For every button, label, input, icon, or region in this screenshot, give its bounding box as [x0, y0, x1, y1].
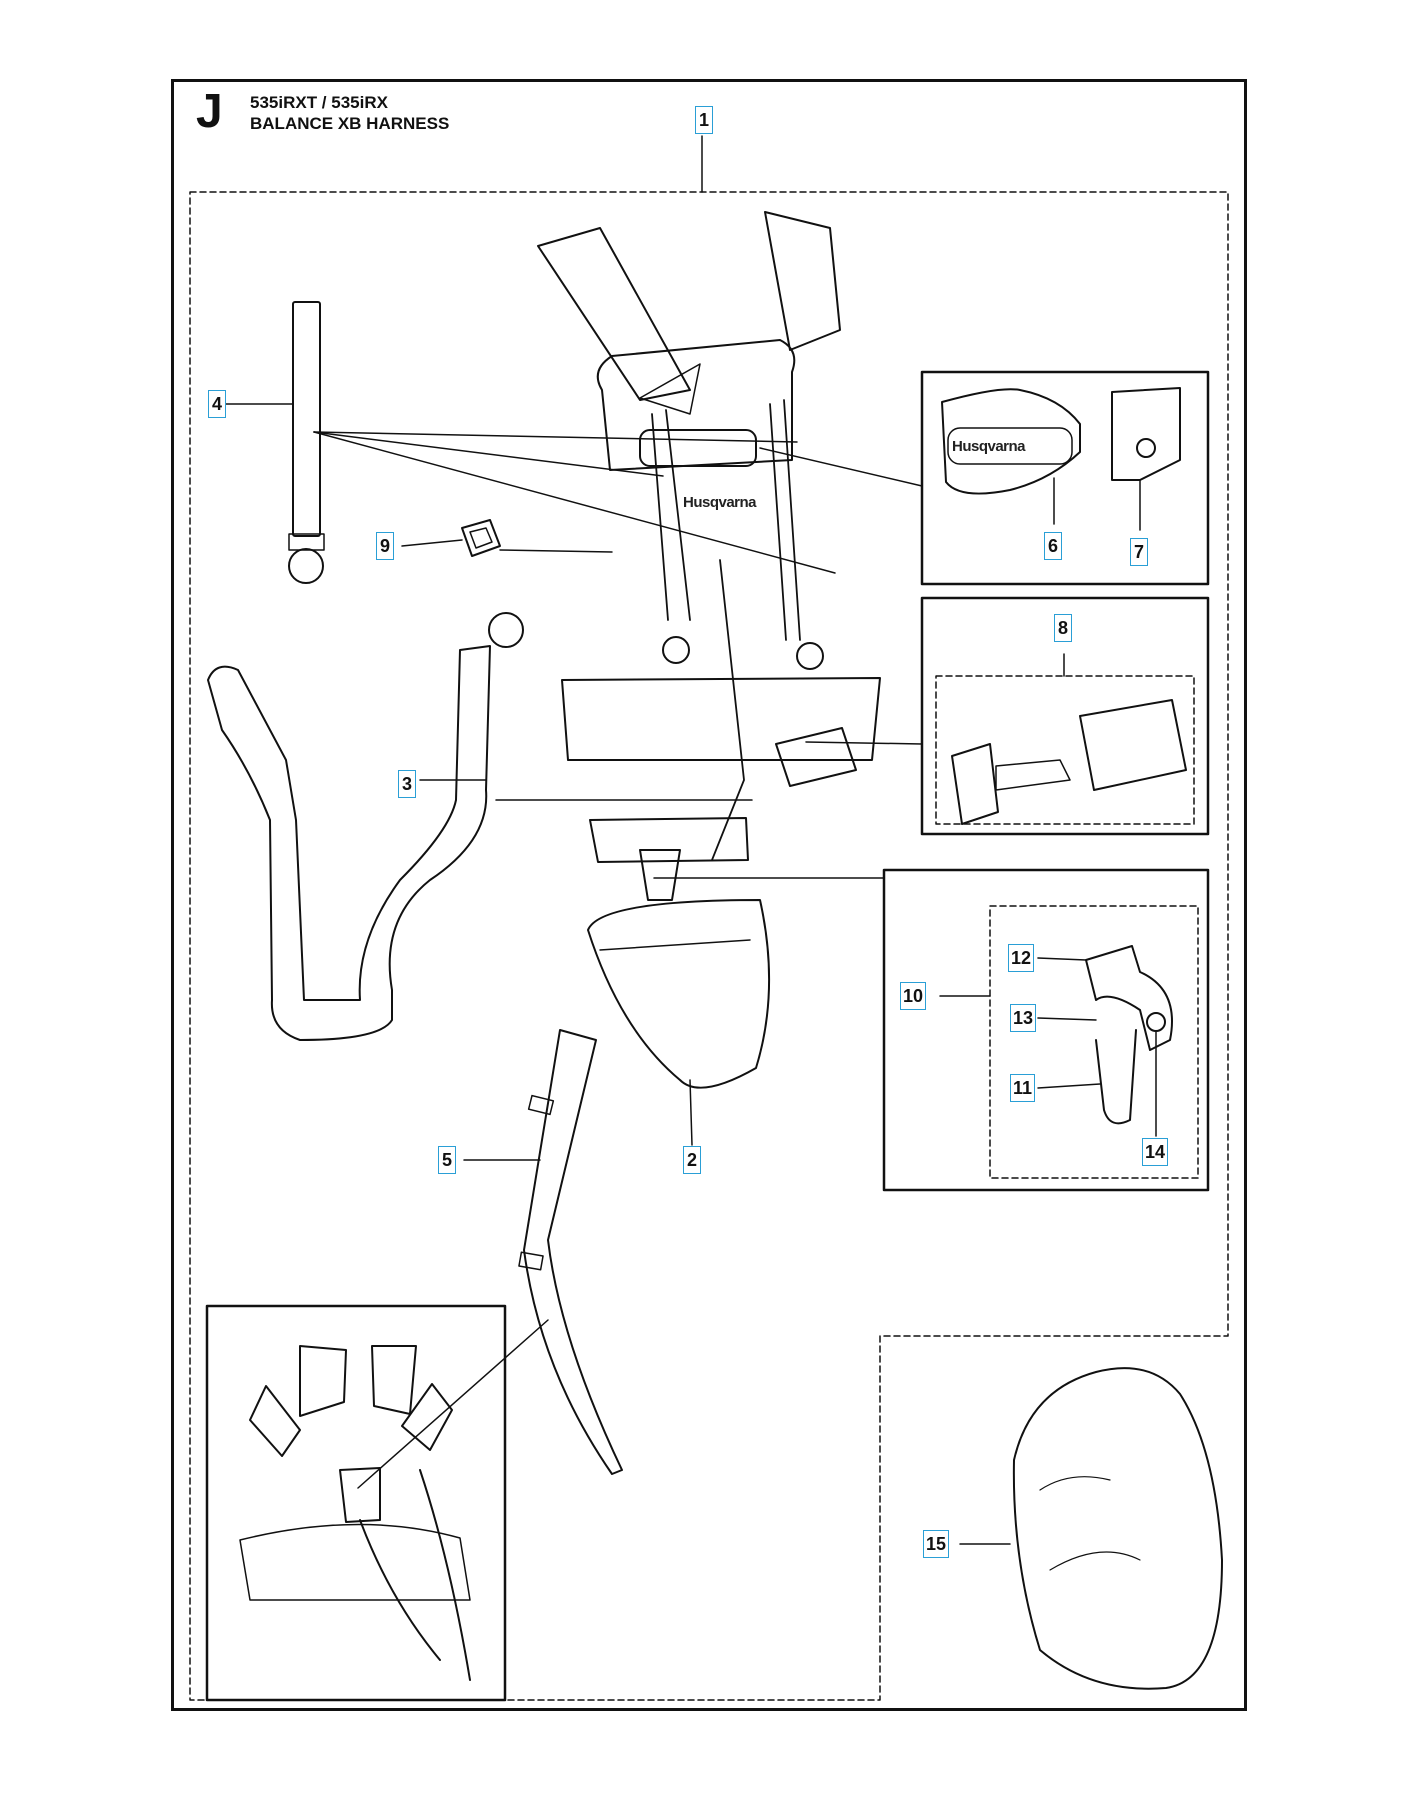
shoulder-straps	[651, 399, 824, 861]
inset-box-8	[775, 596, 1210, 836]
callout-15[interactable]: 15	[923, 1530, 950, 1558]
diagram-frame	[171, 79, 1247, 1711]
inset-box-6-7	[759, 370, 1210, 586]
part-2-harness-pad	[537, 211, 881, 1146]
callout-10[interactable]: 10	[900, 982, 927, 1010]
callout-3[interactable]: 3	[398, 770, 416, 798]
callout-11[interactable]: 11	[1010, 1074, 1036, 1102]
part-15-cover-bag	[959, 1367, 1223, 1690]
part-3-side-strap	[207, 612, 753, 1041]
callout-13[interactable]: 13	[1010, 1004, 1037, 1032]
assembly-title: BALANCE XB HARNESS	[250, 114, 450, 133]
callout-8[interactable]: 8	[1054, 614, 1072, 642]
kit-boundary-dashed	[189, 191, 1229, 1701]
inset-box-detail-view	[205, 1304, 507, 1702]
inset-box-10-14	[639, 849, 1210, 1192]
husqvarna-logo-on-pad: Husqvarna	[683, 494, 757, 511]
part-5-long-strap	[357, 1029, 623, 1489]
callout-12[interactable]: 12	[1008, 944, 1035, 972]
part-4-strap-ring	[219, 301, 836, 584]
callout-6[interactable]: 6	[1044, 532, 1062, 560]
callout-14[interactable]: 14	[1142, 1138, 1169, 1166]
title-block: 535iRXT / 535iRX BALANCE XB HARNESS	[250, 92, 449, 134]
callout-7[interactable]: 7	[1130, 538, 1148, 566]
callout-1[interactable]: 1	[695, 106, 713, 134]
callout-2[interactable]: 2	[683, 1146, 701, 1174]
section-letter: J	[196, 85, 223, 138]
callout-5[interactable]: 5	[438, 1146, 456, 1174]
callout-9[interactable]: 9	[376, 532, 394, 560]
husqvarna-logo-on-part-6: Husqvarna	[952, 438, 1026, 455]
callout-4[interactable]: 4	[208, 390, 226, 418]
part-9-slide-buckle	[401, 519, 613, 557]
model-title: 535iRXT / 535iRX	[250, 93, 388, 112]
